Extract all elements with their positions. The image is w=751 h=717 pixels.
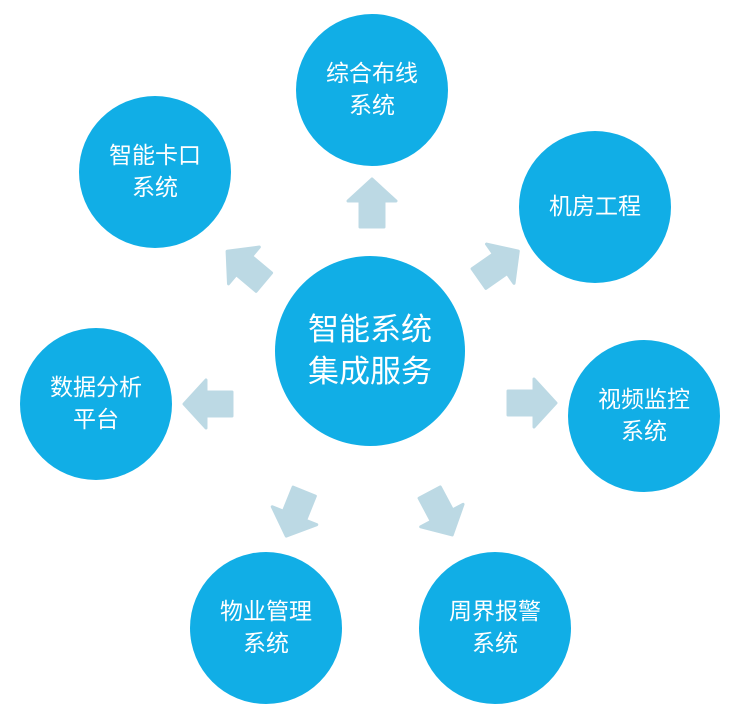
node-label-line2: 系统 (472, 631, 518, 657)
node-label-line1: 物业管理 (220, 599, 312, 625)
arrow-to-perimeter-alarm-icon (417, 485, 465, 537)
node-label-line1: 机房工程 (549, 194, 641, 220)
node-label-line1: 周界报警 (449, 599, 541, 625)
arrow-to-property-management-icon (270, 485, 319, 538)
node-label-line2: 平台 (73, 407, 119, 433)
node-label-line2: 系统 (132, 175, 178, 201)
node-perimeter-alarm-system: 周界报警 系统 (419, 552, 571, 704)
node-label-line1: 综合布线 (326, 61, 418, 87)
node-video-surveillance-system: 视频监控 系统 (568, 340, 720, 492)
node-label-line2: 系统 (621, 419, 667, 445)
arrow-to-cabling-icon (346, 177, 398, 229)
node-label-line2: 系统 (243, 631, 289, 657)
node-label-line1: 智能卡口 (109, 143, 201, 169)
center-node-integrated-services: 智能系统 集成服务 (275, 256, 465, 446)
node-label-line1: 数据分析 (50, 375, 142, 401)
center-node-line2: 集成服务 (308, 354, 432, 390)
node-label-line2: 系统 (349, 93, 395, 119)
arrow-to-checkpoint-icon (225, 245, 274, 293)
center-node-line1: 智能系统 (308, 312, 432, 348)
node-cabling-system: 综合布线 系统 (296, 14, 448, 166)
arrow-to-server-room-icon (470, 242, 520, 290)
node-smart-checkpoint-system: 智能卡口 系统 (79, 96, 231, 248)
node-label-line1: 视频监控 (598, 387, 690, 413)
arrow-to-video-surveillance-icon (506, 377, 558, 429)
node-property-management-system: 物业管理 系统 (190, 552, 342, 704)
arrow-to-data-analysis-icon (182, 378, 234, 430)
node-data-analysis-platform: 数据分析 平台 (20, 328, 172, 480)
node-server-room-engineering: 机房工程 (519, 131, 671, 283)
